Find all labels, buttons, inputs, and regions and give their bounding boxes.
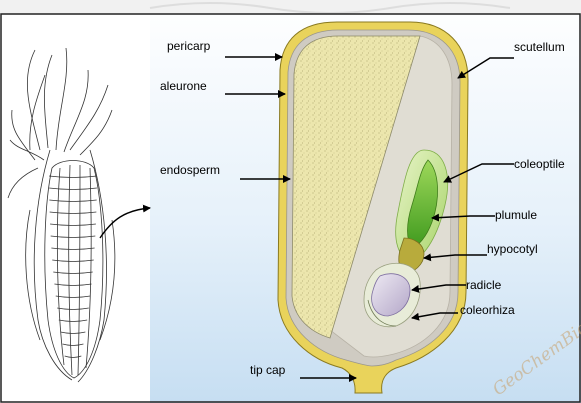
- label-coleorhiza: coleorhiza: [460, 303, 515, 317]
- kernel-cross-section: [278, 22, 468, 393]
- label-radicle: radicle: [466, 278, 502, 292]
- label-endosperm: endosperm: [160, 163, 220, 177]
- label-plumule: plumule: [495, 208, 537, 222]
- label-coleoptile: coleoptile: [514, 157, 565, 171]
- label-aleurone: aleurone: [160, 79, 207, 93]
- label-hypocotyl: hypocotyl: [487, 242, 538, 256]
- label-pericarp: pericarp: [167, 39, 211, 53]
- label-scutellum: scutellum: [514, 40, 565, 54]
- label-tip-cap: tip cap: [250, 363, 286, 377]
